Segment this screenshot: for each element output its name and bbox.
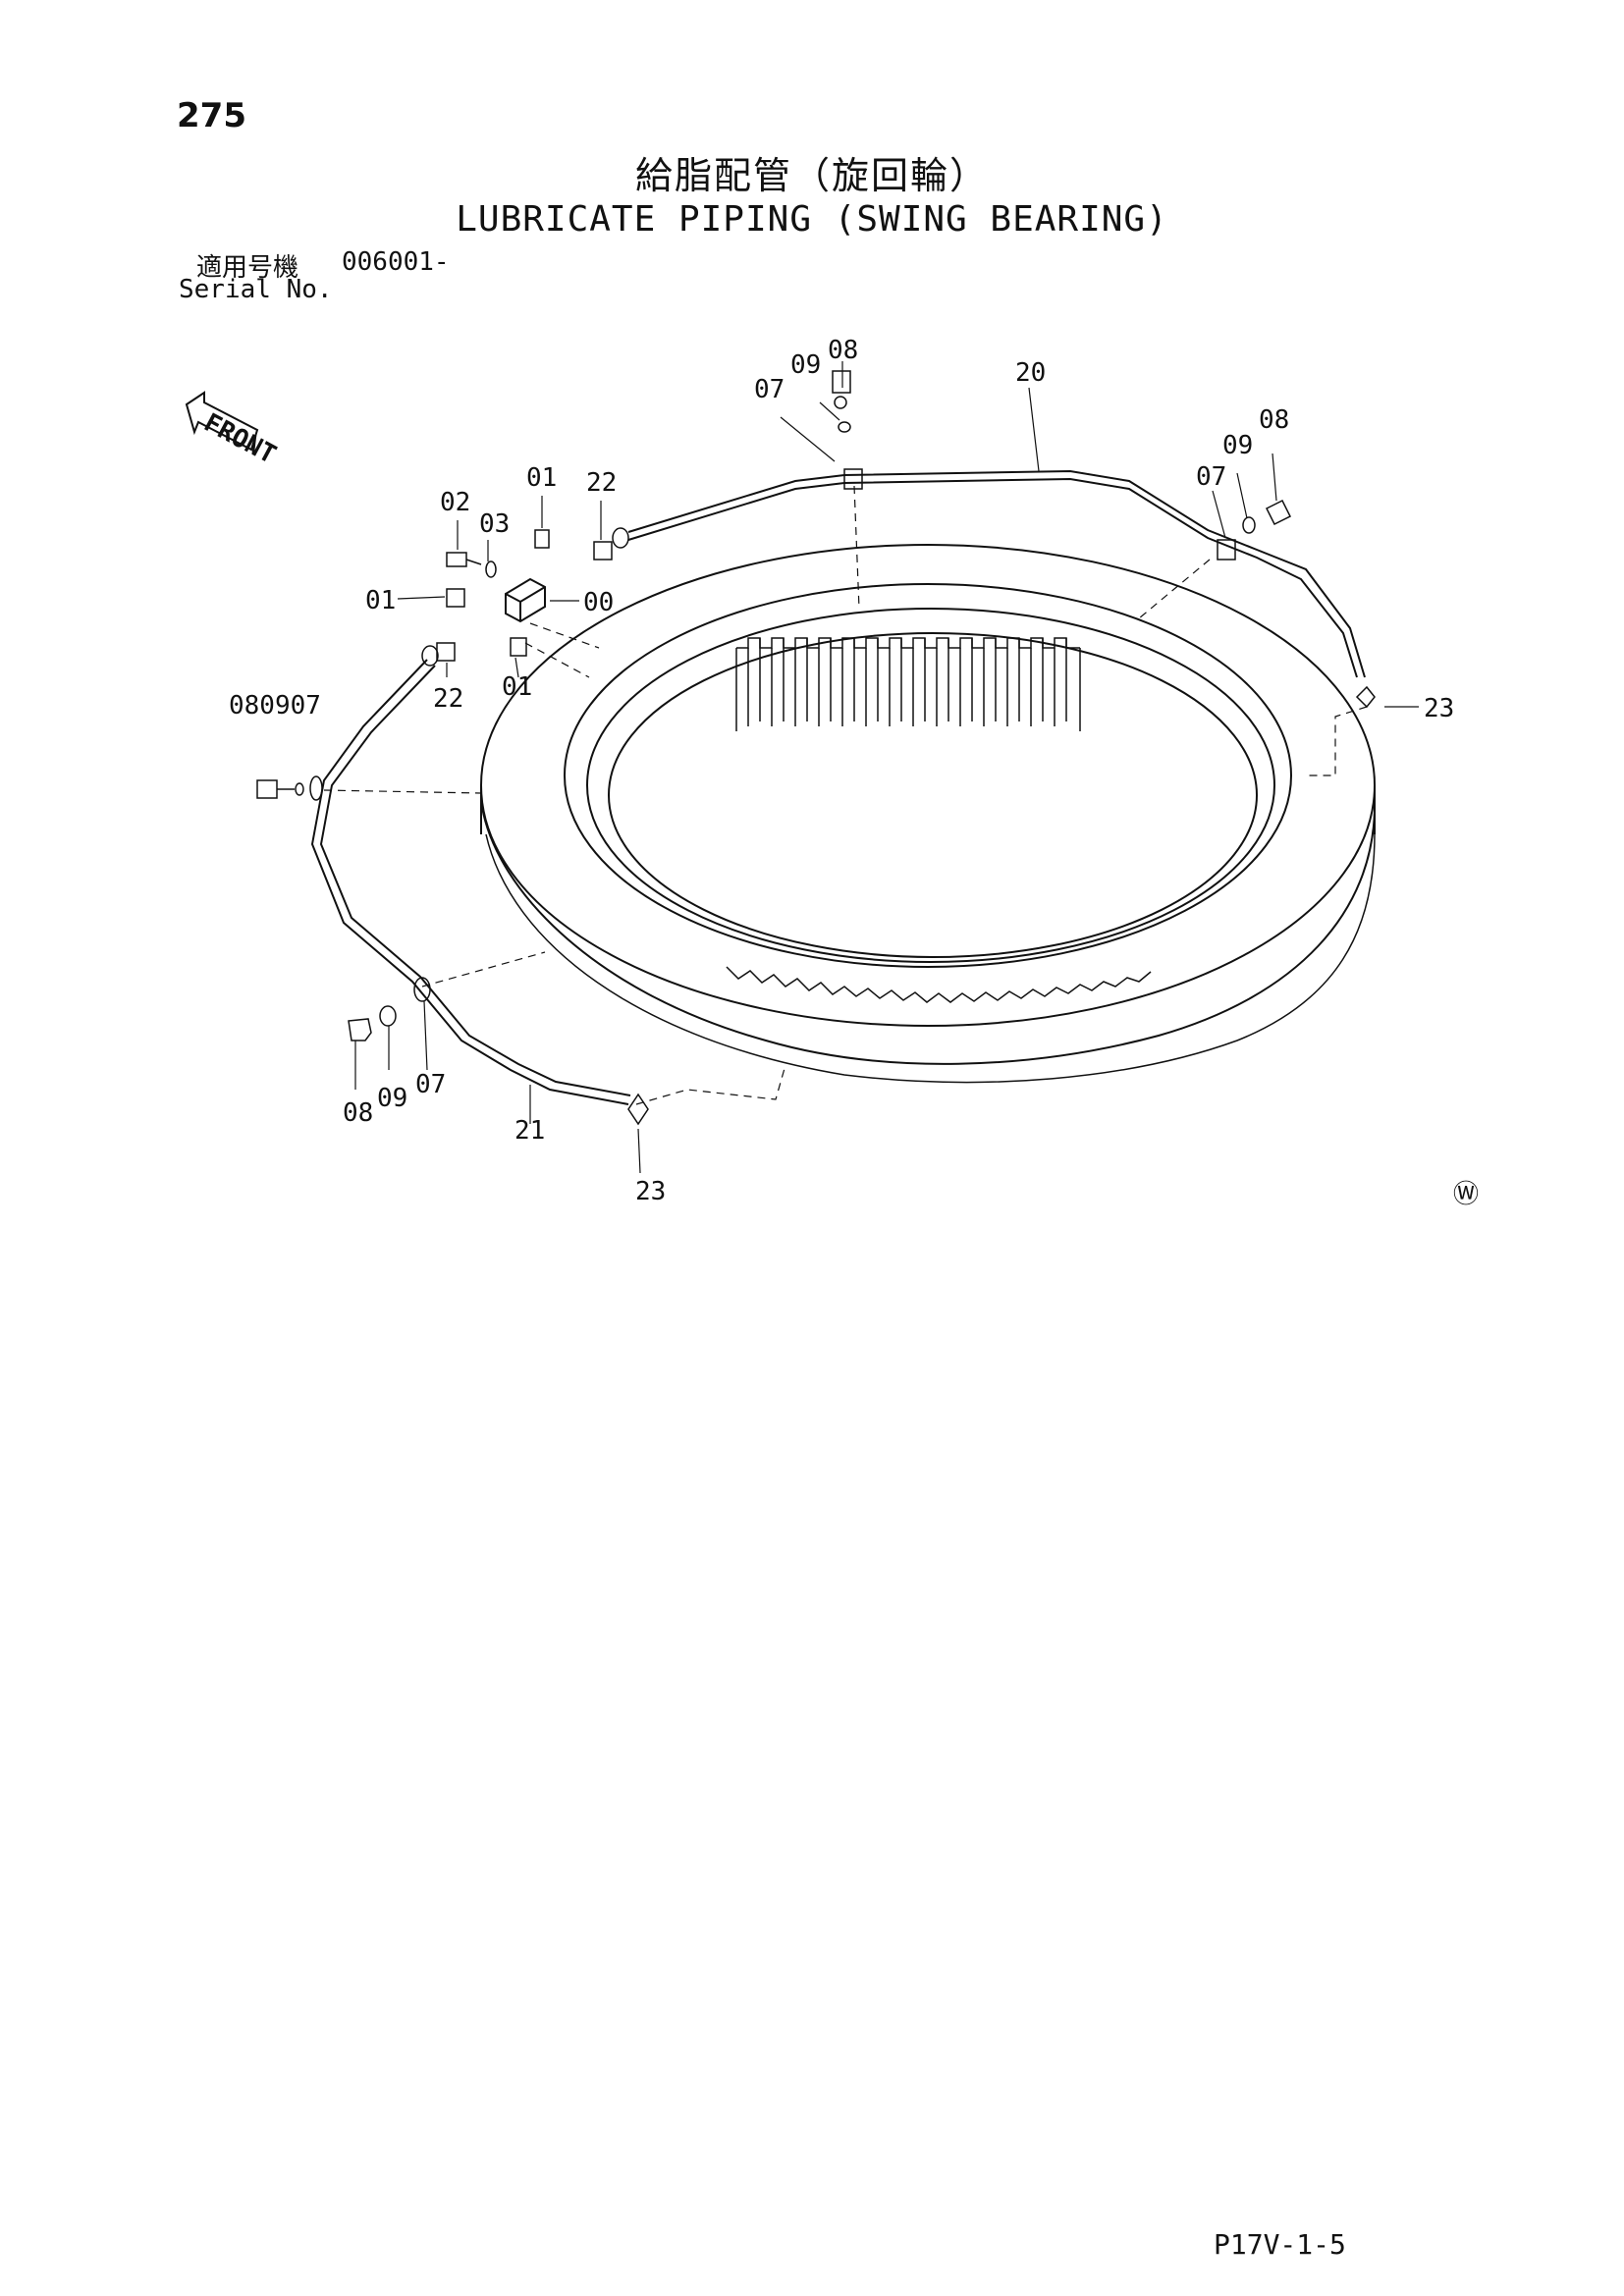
serial-label-english: Serial No. — [179, 275, 333, 304]
watermark-w-mark: Ⓦ — [1453, 1180, 1479, 1209]
callout-080907-left: 080907 — [229, 691, 321, 721]
callout-07-top: 07 — [754, 375, 785, 404]
callout-07-right: 07 — [1196, 462, 1226, 492]
title-japanese: 給脂配管（旋回輪） — [634, 154, 989, 197]
block-00 — [505, 577, 546, 623]
callout-02: 02 — [440, 488, 470, 517]
swing-bearing-diagram: FRONT 08 09 07 20 08 09 07 02 01 22 03 0… — [185, 336, 1479, 1209]
gear-teeth-back — [735, 637, 1081, 731]
callout-22-lower: 22 — [433, 684, 463, 714]
bearing-inner-ring — [564, 583, 1292, 968]
callout-01-left: 01 — [365, 586, 396, 615]
callout-22-upper: 22 — [586, 468, 617, 498]
pipe-21 — [310, 659, 631, 1105]
callout-09-top: 09 — [790, 350, 821, 380]
fittings-cluster — [256, 370, 1376, 1126]
leader-lines — [323, 361, 1419, 1174]
callout-09-bottom: 09 — [377, 1084, 407, 1113]
callout-23-right: 23 — [1424, 694, 1454, 723]
serial-label-japanese: 適用号機 — [196, 253, 299, 283]
callout-21: 21 — [514, 1116, 545, 1146]
gear-teeth-front — [726, 966, 1152, 1003]
callout-20: 20 — [1015, 358, 1046, 388]
front-label: FRONT — [199, 408, 281, 470]
page-number: 275 — [177, 96, 246, 135]
footer-page-code: P17V-1-5 — [1214, 2228, 1346, 2261]
front-arrow-icon — [185, 391, 259, 452]
callout-23-bottom: 23 — [635, 1177, 666, 1206]
callout-08-right: 08 — [1259, 405, 1289, 435]
serial-number-value: 006001- — [342, 247, 450, 277]
callout-07-bottom: 07 — [415, 1070, 446, 1099]
callout-09-right: 09 — [1222, 431, 1253, 460]
callout-01-lower: 01 — [502, 672, 532, 702]
callout-03: 03 — [479, 509, 510, 539]
callout-08-bottom: 08 — [343, 1098, 373, 1128]
callout-00: 00 — [583, 588, 614, 617]
bearing-outer-ring — [480, 544, 1376, 1084]
callout-08-top: 08 — [828, 336, 858, 365]
title-english: LUBRICATE PIPING (SWING BEARING) — [456, 199, 1168, 240]
pipe-20 — [627, 469, 1366, 678]
callout-01-upper: 01 — [526, 463, 557, 493]
